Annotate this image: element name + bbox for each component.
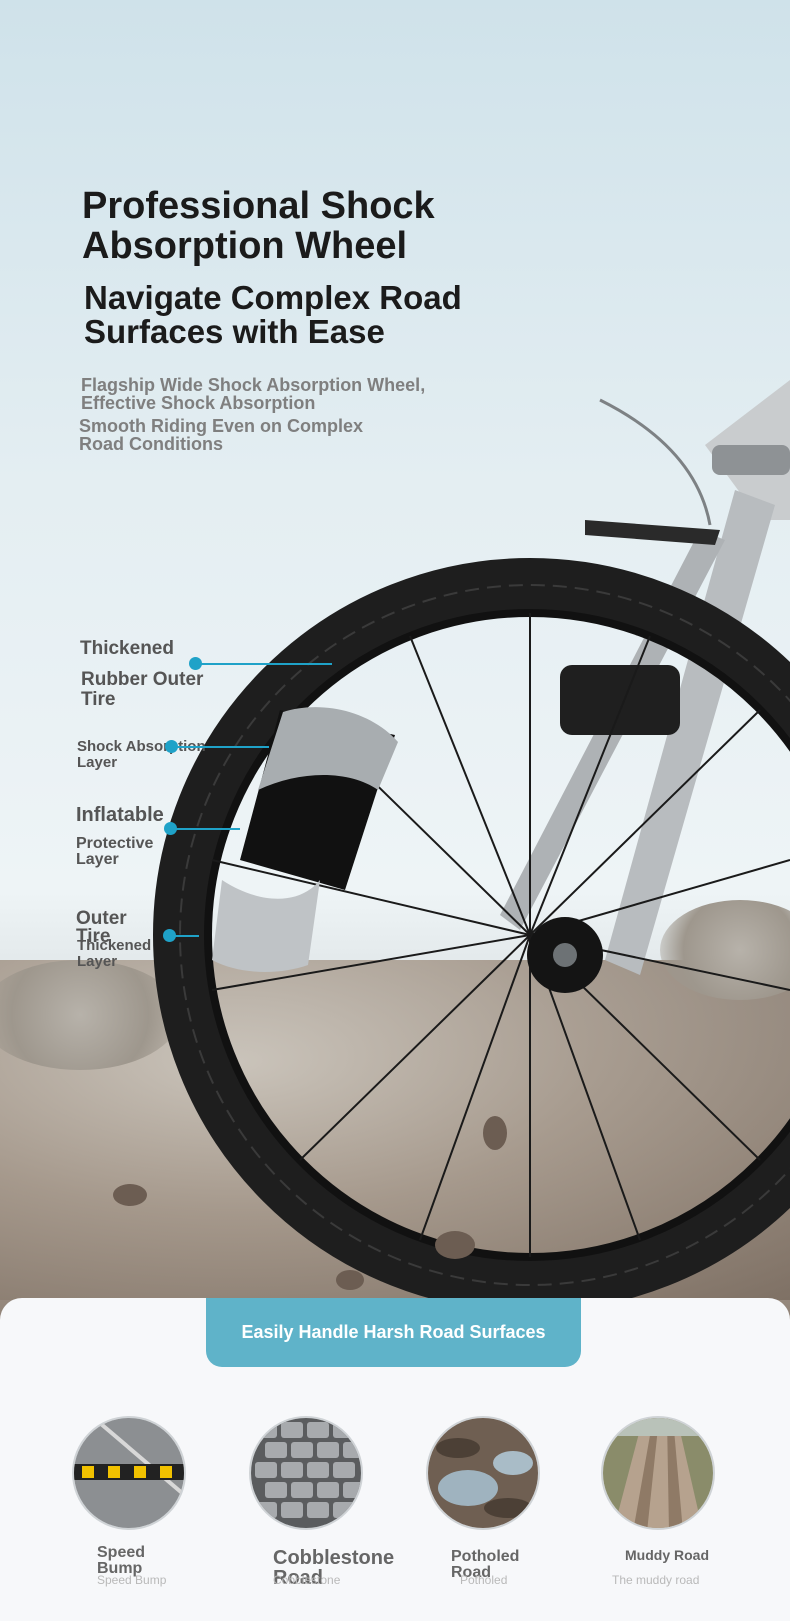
headset [712,445,790,475]
layer-2-detail: Shock Absorption Layer [77,738,206,771]
feature-line: Smooth Riding Even on Complex Road Condi… [79,416,364,454]
layer-4-title: Outer Tire [76,908,127,947]
fork-right [605,490,775,975]
banner-label: Easily Handle Harsh Road Surfaces [241,1322,546,1342]
road-name-speed-bump: Speed Bump [97,1544,146,1577]
page-subtitle: Navigate Complex Road Surfaces with Ease [84,279,462,350]
muddy-road-photo [601,1416,715,1530]
desert-shrub [0,960,180,1070]
cobblestone-photo [249,1416,363,1530]
pebble [336,1270,364,1290]
layer-3-detail: Protective Layer [76,835,154,868]
shock-absorption-shell [258,707,398,790]
speed-bump-photo [72,1416,186,1530]
pothole-photo [426,1416,540,1530]
pebble [483,1116,507,1150]
brake-cable [599,398,712,526]
hub-axle [553,943,577,967]
layer-4-detail: Thickened Layer [77,937,152,970]
road-name-muddy: Muddy Road [625,1547,709,1563]
v-brake-arm [585,520,720,545]
layer-1-title: Thickened [80,638,174,659]
desert-shrub [660,900,790,1000]
callout-line [195,663,332,665]
outer-tire-shell [212,880,320,972]
road-desc-speed-bump: Speed Bump [97,1573,167,1587]
road-desc-cobblestone: Cobblestone [273,1573,341,1587]
road-desc-potholed: Potholed [460,1573,508,1587]
road-name-cobblestone: Cobblestone Road [273,1547,395,1589]
callout-line [169,935,199,937]
brake-caliper [560,665,680,735]
pebble [113,1184,147,1206]
road-name-potholed: Potholed Road [451,1548,520,1581]
callout-line [171,746,269,748]
layer-3-title: Inflatable [76,804,164,826]
feature-line: Flagship Wide Shock Absorption Wheel, Ef… [81,375,426,413]
layer-1-detail: Rubber Outer Tire [81,669,204,710]
banner: Easily Handle Harsh Road Surfaces [206,1298,581,1367]
pebble [435,1231,475,1259]
callout-line [170,828,240,830]
page-title: Professional Shock Absorption Wheel [82,185,435,267]
road-desc-muddy: The muddy road [612,1573,700,1587]
